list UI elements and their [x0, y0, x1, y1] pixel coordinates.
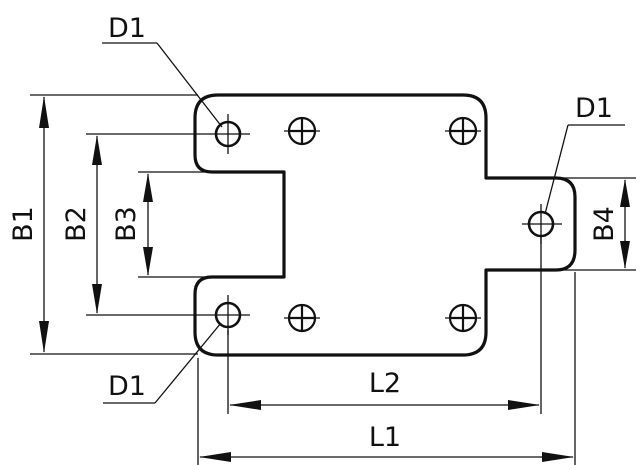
label-l2: L2 [369, 368, 401, 399]
dimension-l1 [197, 272, 576, 465]
leader-d1-top [102, 42, 223, 128]
dimension-b1 [30, 94, 198, 355]
label-d1-right: D1 [575, 93, 613, 124]
label-b3: B3 [111, 206, 142, 242]
label-l1: L1 [369, 422, 401, 453]
label-d1-top: D1 [108, 13, 146, 44]
plate-outline [193, 93, 577, 357]
label-b4: B4 [589, 206, 620, 242]
label-b1: B1 [8, 206, 39, 242]
dimension-b4 [560, 177, 636, 271]
dimension-b3 [138, 171, 284, 278]
dimension-b2 [86, 133, 208, 316]
dimension-l2 [227, 236, 542, 414]
mounting-hole-top-left [208, 114, 250, 154]
mounting-hole-right [522, 204, 562, 244]
mounting-hole-bottom-left [208, 295, 250, 335]
leader-d1-bottom [103, 322, 222, 404]
leader-d1-right [544, 124, 625, 215]
label-b2: B2 [61, 206, 92, 242]
cross-screw-icon [284, 303, 320, 333]
label-d1-bottom: D1 [108, 371, 146, 402]
cross-screw-icon [445, 116, 481, 146]
cross-screw-icon [445, 303, 481, 333]
cross-screw-icon [284, 116, 320, 146]
